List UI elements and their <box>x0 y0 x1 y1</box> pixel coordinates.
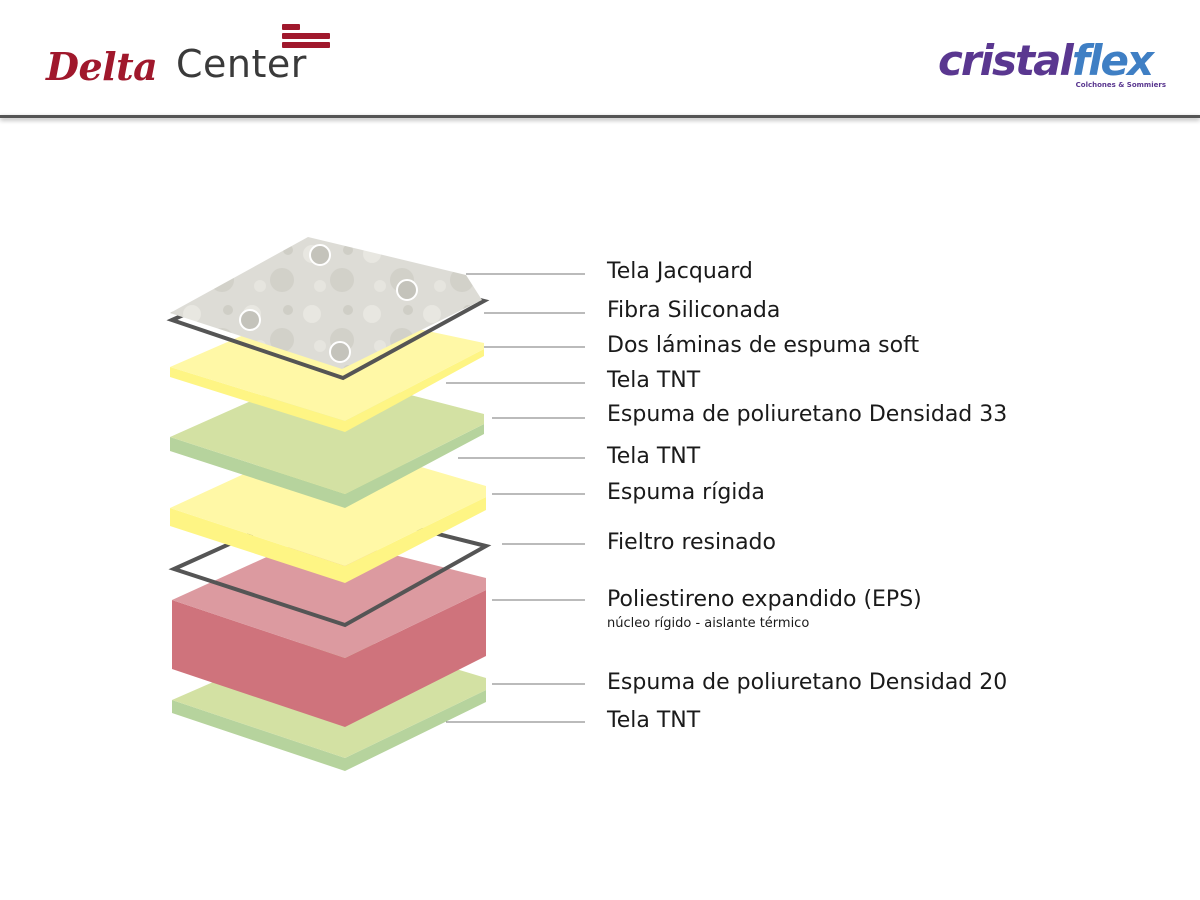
layer-tela-jacquard <box>170 237 482 369</box>
logo-center-text: Center <box>176 42 307 86</box>
label-tela-tnt-2: Tela TNT <box>607 444 701 469</box>
logo-bar-bottom <box>282 42 330 48</box>
label-eps: Poliestireno expandido (EPS) <box>607 587 922 612</box>
layer-espuma-soft-side <box>170 349 484 432</box>
jacquard-emblem-1 <box>309 244 331 266</box>
label-espuma-33: Espuma de poliuretano Densidad 33 <box>607 402 1008 427</box>
logo-delta-text: Delta <box>46 44 158 89</box>
layer-espuma-33-side <box>170 424 484 508</box>
logo-bar-middle <box>282 33 330 39</box>
label-tela-tnt-1: Tela TNT <box>607 368 701 393</box>
jacquard-emblem-4 <box>329 341 351 363</box>
cristalflex-wordmark: cristalflex <box>938 36 1178 86</box>
logo-flex-text: flex <box>1071 36 1154 85</box>
cristalflex-tagline: Colchones & Sommiers <box>1075 81 1166 89</box>
delta-center-logo: Delta Center <box>46 24 346 94</box>
label-tela-jacquard: Tela Jacquard <box>607 259 753 284</box>
sublabel-eps: núcleo rígido - aislante térmico <box>607 616 810 631</box>
layer-eps-top <box>172 535 486 658</box>
layer-eps-side-left <box>172 600 345 727</box>
label-espuma-20: Espuma de poliuretano Densidad 20 <box>607 670 1008 695</box>
label-fibra-siliconada: Fibra Siliconada <box>607 298 781 323</box>
header-bar: Delta Center cristalflex Colchones & Som… <box>0 0 1200 115</box>
layer-espuma-20-side <box>172 690 486 771</box>
jacquard-emblems <box>239 244 418 363</box>
label-espuma-soft: Dos láminas de espuma soft <box>607 333 920 358</box>
delta-center-logo-bars <box>282 24 332 50</box>
cristalflex-logo: cristalflex Colchones & Sommiers <box>938 36 1178 96</box>
label-fieltro-resinado: Fieltro resinado <box>607 530 776 555</box>
layer-espuma-33-top <box>170 371 484 494</box>
layer-eps-side-right <box>345 590 486 727</box>
jacquard-emblem-3 <box>239 309 261 331</box>
label-espuma-rigida: Espuma rígida <box>607 480 765 505</box>
logo-cristal-text: cristal <box>938 36 1074 85</box>
header-divider <box>0 115 1200 118</box>
jacquard-emblem-2 <box>396 279 418 301</box>
leader-lines <box>446 273 585 723</box>
layer-espuma-rigida-side <box>170 497 486 583</box>
label-tela-tnt-3: Tela TNT <box>607 708 701 733</box>
logo-bar-top <box>282 24 300 30</box>
